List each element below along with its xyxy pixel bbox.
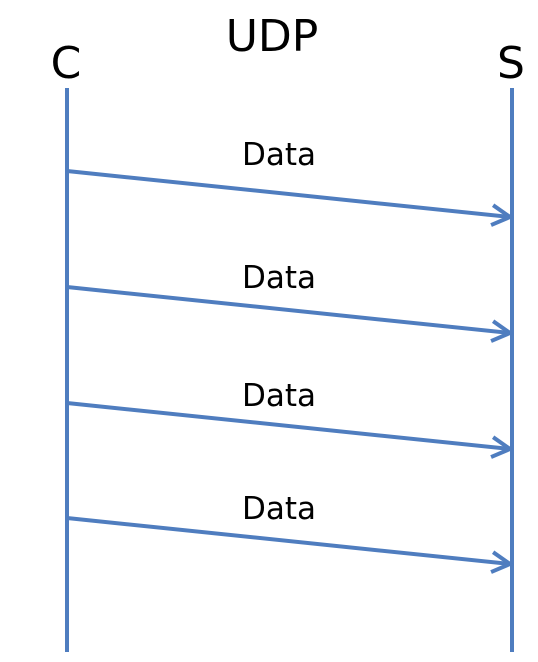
- message-line: [66, 401, 511, 451]
- diagram-title: UDP: [226, 11, 319, 62]
- arrowhead-icon: [490, 550, 515, 574]
- message-line: [66, 285, 511, 335]
- message-arrow: Data: [66, 378, 515, 459]
- message-arrow: Data: [66, 491, 515, 574]
- message-arrow: Data: [66, 260, 515, 343]
- client-label: C: [51, 38, 82, 89]
- message-arrow: Data: [66, 137, 515, 227]
- message-line: [66, 516, 511, 566]
- message-line: [66, 169, 511, 219]
- message-label: Data: [242, 260, 316, 296]
- arrowhead-icon: [490, 435, 515, 459]
- arrowhead-icon: [490, 203, 515, 227]
- message-label: Data: [242, 378, 316, 414]
- server-label: S: [497, 38, 525, 89]
- message-label: Data: [242, 491, 316, 527]
- message-label: Data: [242, 137, 316, 173]
- arrowhead-icon: [490, 319, 515, 343]
